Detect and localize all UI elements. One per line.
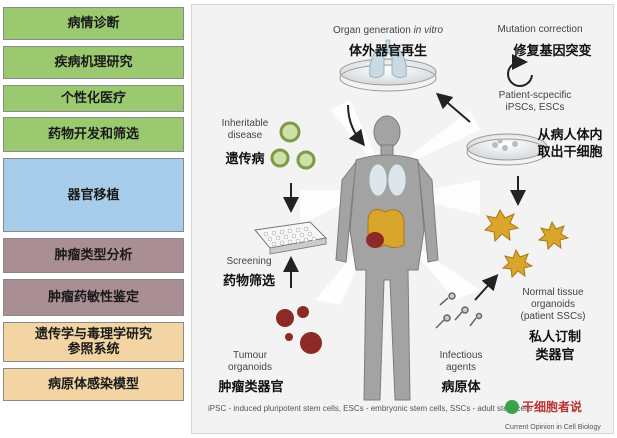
normal-tissue-label-3: (patient SSCs) [520, 311, 586, 322]
patient-specific-label-2: iPSCs, ESCs [505, 102, 565, 113]
inheritable-disease-label-1: Inheritable [221, 118, 269, 129]
petri-dish-lungs [339, 39, 437, 92]
infectious-label-2: agents [445, 362, 477, 373]
category-personalized-medicine: 个性化医疗 [3, 85, 184, 112]
category-drug-development: 药物开发和筛选 [3, 117, 184, 152]
watermark: 干细胞者说 [505, 398, 582, 415]
screening-plate [254, 221, 328, 255]
tumour-organoids [276, 306, 322, 354]
category-pathogen-infection: 病原体感染模型 [3, 368, 184, 401]
arrow-dish-to-body [347, 104, 365, 147]
normal-organoids [483, 208, 570, 279]
mutation-correction-zh: 修复基因突变 [513, 44, 592, 59]
inheritable-disease-label-2: disease [227, 130, 263, 141]
category-disease-mechanism: 疾病机理研究 [3, 46, 184, 79]
mutation-arrow [507, 54, 533, 87]
category-genetics-toxicology: 遗传学与毒理学研究 参照系统 [3, 322, 184, 362]
normal-tissue-label-1: Normal tissue [522, 287, 584, 298]
tumour-zh: 肿瘤类器官 [218, 380, 284, 395]
infectious-label-1: Infectious [439, 350, 483, 361]
screening-zh: 药物筛选 [222, 274, 275, 289]
mutation-correction-label: Mutation correction [497, 24, 583, 35]
footnote: iPSC - induced pluripotent stem cells, E… [208, 404, 533, 413]
source-credit: Current Opinion in Cell Biology [505, 424, 601, 431]
patient-specific-zh-1: 从病人体内 [537, 128, 603, 143]
infectious-agents [435, 292, 483, 329]
organ-generation-label: Organ generation in vitro [332, 25, 444, 36]
inheritable-disease-zh: 遗传病 [225, 152, 265, 167]
screening-label: Screening [226, 256, 272, 267]
organ-generation-zh: 体外器官再生 [348, 44, 427, 59]
tumour-label-1: Tumour [232, 350, 268, 361]
category-tumour-drug-sensitivity: 肿瘤药敏性鉴定 [3, 279, 184, 316]
patient-specific-zh-2: 取出干细胞 [537, 145, 603, 160]
category-tumour-typing: 肿瘤类型分析 [3, 238, 184, 273]
normal-tissue-zh-2: 类器官 [535, 348, 575, 363]
wechat-icon [505, 399, 519, 414]
disease-organoids [270, 121, 316, 170]
organs-inside-body [366, 163, 407, 248]
tumour-label-2: organoids [228, 362, 272, 373]
category-diagnosis: 病情诊断 [3, 7, 184, 40]
normal-tissue-zh-1: 私人订制 [528, 330, 581, 345]
petri-dish-cells [466, 133, 548, 166]
category-organ-transplant: 器官移植 [3, 158, 184, 232]
arrow-infectious-to-organoids [474, 274, 499, 301]
normal-tissue-label-2: organoids [531, 299, 575, 310]
arrow-to-dish [435, 92, 471, 123]
patient-specific-label-1: Patient-scpecific [498, 90, 572, 101]
infectious-zh: 病原体 [441, 380, 481, 395]
